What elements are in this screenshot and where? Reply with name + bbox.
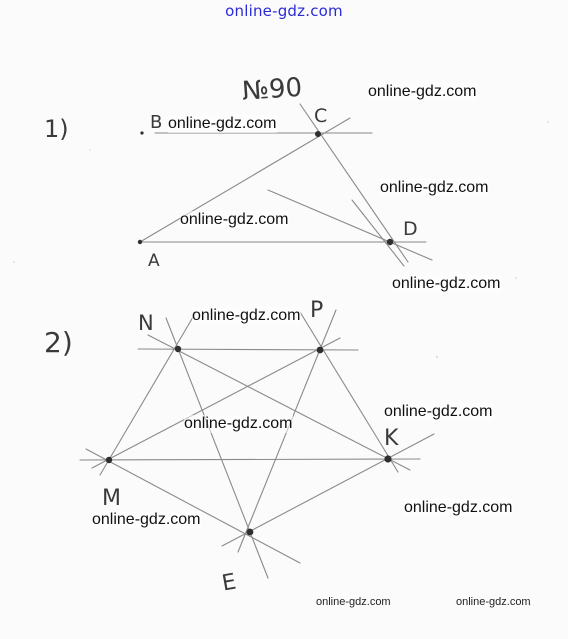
footer-watermark: online-gdz.com	[316, 596, 391, 608]
line-cd	[299, 103, 409, 263]
label-p: P	[310, 298, 323, 323]
line-bd	[267, 189, 433, 261]
part-2-labels: N P M K E	[102, 298, 399, 597]
footer-watermark: online-gdz.com	[456, 596, 531, 608]
line-nk	[147, 334, 411, 471]
part-1-construction	[139, 103, 433, 267]
watermark: online-gdz.com	[380, 179, 489, 197]
point-m	[105, 456, 113, 464]
line-np	[137, 348, 359, 351]
watermark: online-gdz.com	[192, 307, 301, 325]
label-n: N	[138, 311, 154, 335]
label-d: D	[403, 218, 418, 240]
part-1-marker: 1)	[44, 115, 69, 143]
label-k: K	[384, 426, 399, 451]
label-c: C	[314, 105, 327, 127]
line-ac	[139, 117, 351, 243]
watermark: online-gdz.com	[404, 499, 513, 517]
part-2-construction	[79, 309, 435, 579]
watermark: online-gdz.com	[368, 83, 477, 101]
point-a	[137, 239, 143, 245]
label-m: M	[102, 486, 121, 511]
paper-specks	[13, 121, 549, 606]
watermark: online-gdz.com	[92, 511, 201, 529]
label-e: E	[220, 570, 238, 597]
point-e	[246, 528, 254, 536]
line-ne	[165, 317, 269, 579]
point-b	[140, 131, 144, 135]
line-mk	[79, 458, 421, 461]
part-2-points	[105, 345, 392, 536]
task-number: №90	[241, 73, 303, 107]
line-pm	[91, 337, 341, 469]
watermark: online-gdz.com	[384, 403, 493, 421]
watermark: online-gdz.com	[180, 211, 289, 229]
part-1-labels: A B C D	[148, 105, 418, 271]
point-n	[174, 345, 182, 353]
watermark: online-gdz.com	[184, 415, 293, 433]
label-b: B	[150, 112, 162, 133]
watermark: online-gdz.com	[168, 115, 277, 133]
line-ek	[221, 433, 435, 547]
header-watermark: online-gdz.com	[225, 2, 343, 20]
part-2-marker: 2)	[44, 326, 73, 359]
point-d	[386, 238, 394, 246]
label-a: A	[148, 251, 160, 271]
line-me	[85, 448, 301, 564]
part-1-points	[137, 131, 394, 246]
line-mn	[99, 311, 197, 476]
line-d-steep	[351, 199, 405, 267]
point-k	[384, 455, 392, 463]
point-c	[315, 131, 321, 137]
line-pk	[299, 311, 399, 473]
point-p	[316, 346, 324, 354]
watermark: online-gdz.com	[392, 275, 501, 293]
